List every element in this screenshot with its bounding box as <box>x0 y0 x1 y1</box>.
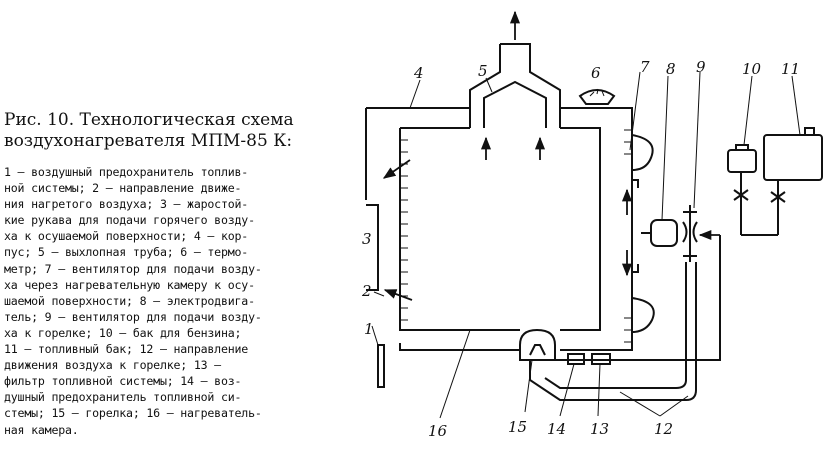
outlet-arrow-4 <box>382 159 411 179</box>
label-13: 13 <box>590 420 609 438</box>
legend-line: ха к осушаемой поверхности; 4 — кор- <box>4 229 249 244</box>
legend-line: ной системы; 2 — направление движе- <box>4 181 242 196</box>
caption-title-line-1: Рис. 10. Технологическая схема <box>4 110 294 130</box>
label-8: 8 <box>666 60 676 78</box>
label-16: 16 <box>428 422 448 440</box>
burner-fan <box>683 205 697 262</box>
legend-line: пус; 5 — выхлопная труба; 6 — термо- <box>4 245 249 260</box>
legend-line: 1 — воздушный предохранитель топлив- <box>4 165 249 179</box>
fuel-filter <box>591 353 611 365</box>
exhaust-pipe <box>469 43 561 128</box>
label-11: 11 <box>781 60 800 78</box>
legend-line: 11 — топливный бак; 12 — направление <box>4 342 249 357</box>
legend-line: шаемой поверхности; 8 — электродвига- <box>4 293 255 308</box>
legend-line: тель; 9 — вентилятор для подачи возду- <box>4 309 262 324</box>
label-6: 6 <box>591 64 601 82</box>
thermometer <box>578 89 616 105</box>
label-9: 9 <box>696 58 706 76</box>
figure-caption-legend: 1 — воздушный предохранитель топлив- ной… <box>4 164 356 438</box>
fan-duct-bottom <box>631 297 655 333</box>
legend-line: кие рукава для подачи горячего возду- <box>4 213 255 228</box>
label-2: 2 <box>361 282 372 300</box>
heating-chamber <box>399 127 601 331</box>
air-duct-12 <box>529 262 697 401</box>
figure-caption-title: Рис. 10. Технологическая схема воздухона… <box>4 110 359 152</box>
burner <box>519 328 556 361</box>
legend-line: метр; 7 — вентилятор для подачи возду- <box>4 261 262 276</box>
fuel-safety-device-14 <box>567 353 585 365</box>
gasoline-tank <box>727 149 757 173</box>
label-12: 12 <box>654 420 673 438</box>
hot-air-hoses <box>366 204 379 291</box>
fuel-safety-device-1 <box>377 344 385 388</box>
label-1: 1 <box>364 320 374 338</box>
label-5: 5 <box>478 62 488 80</box>
label-7: 7 <box>640 58 650 76</box>
label-14: 14 <box>547 420 566 438</box>
caption-title-line-2: воздухонагревателя МПМ-85 К: <box>4 131 293 151</box>
legend-line: ная камера. <box>4 422 79 437</box>
fuel-tank <box>763 134 823 181</box>
legend-line: стемы; 15 — горелка; 16 — нагреватель- <box>4 406 262 421</box>
legend-line: движения воздуха к горелке; 13 — <box>4 358 221 373</box>
label-10: 10 <box>742 60 762 78</box>
electric-motor <box>650 219 678 247</box>
heated-air-arrow-2 <box>383 289 413 301</box>
chamber-hatching <box>400 139 408 321</box>
legend-line: ха через нагревательную камеру к осу- <box>4 277 255 292</box>
legend-line: ния нагретого воздуха; 3 — жаростой- <box>4 197 249 212</box>
label-15: 15 <box>508 418 527 436</box>
label-3: 3 <box>362 230 372 248</box>
label-4: 4 <box>413 64 424 82</box>
legend-line: ха к горелке; 10 — бак для бензина; <box>4 325 242 340</box>
fan-duct-top <box>631 134 654 171</box>
housing-outline <box>365 107 633 351</box>
legend-line: фильтр топливной системы; 14 — воз- <box>4 374 242 389</box>
legend-line: душный предохранитель топливной си- <box>4 390 242 405</box>
